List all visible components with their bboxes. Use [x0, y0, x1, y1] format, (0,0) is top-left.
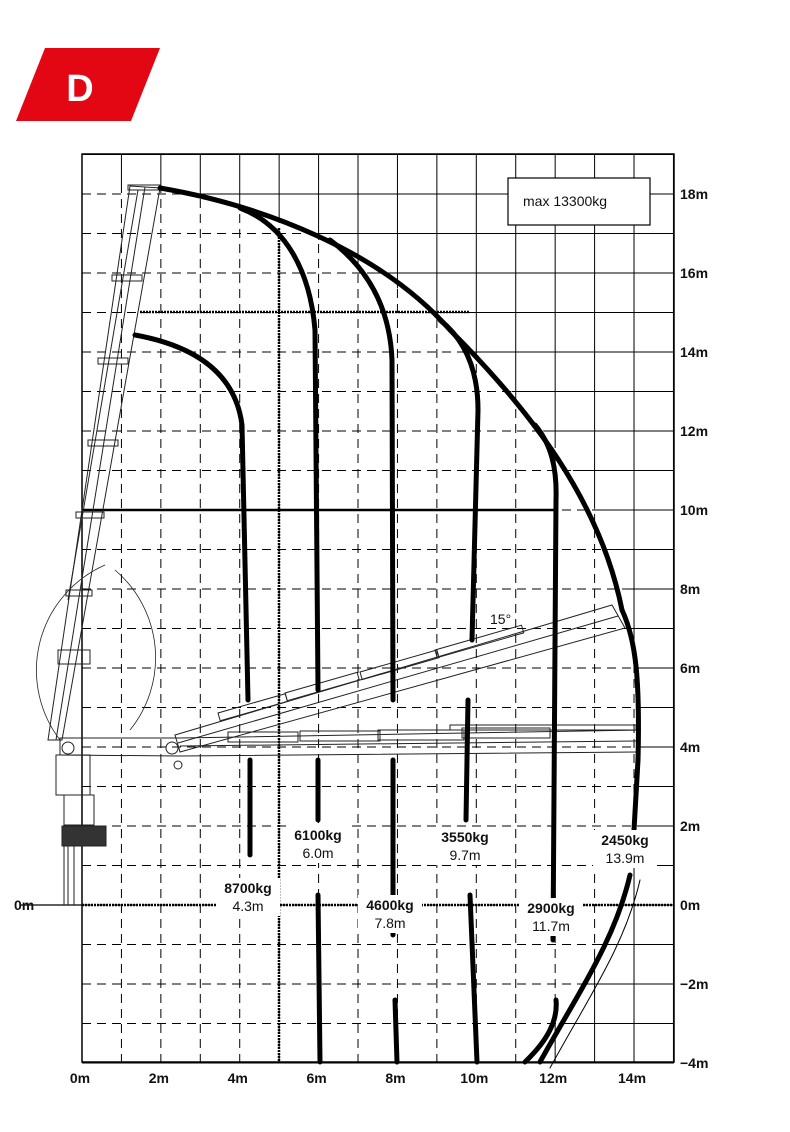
reach-value: 7.8m — [374, 915, 405, 931]
load-value: 4600kg — [366, 897, 413, 913]
load-label-8700kg: 8700kg 4.3m — [216, 878, 280, 916]
x-tick-label: 10m — [460, 1070, 488, 1086]
curve-2900kg — [522, 422, 559, 1065]
label-background — [433, 827, 497, 865]
max-load-label: max 13300kg — [523, 193, 607, 209]
curve-2450kg-thin — [549, 879, 641, 1069]
load-value: 2900kg — [527, 900, 574, 916]
x-tick-label: 12m — [539, 1070, 567, 1086]
grid-dashed — [82, 188, 640, 1062]
reach-value: 13.9m — [606, 850, 645, 866]
y-tick-label: 8m — [680, 581, 700, 597]
slew-arc-2 — [114, 569, 156, 731]
load-value: 8700kg — [224, 880, 271, 896]
y-tick-label: 6m — [680, 660, 700, 676]
envelope-area — [82, 188, 640, 1062]
x-tick-label: 14m — [618, 1070, 646, 1086]
y-tick-label: 18m — [680, 186, 708, 202]
curve-6100kg — [237, 205, 323, 1065]
x-tick-label: 0m — [70, 1070, 90, 1086]
load-label-2900kg: 2900kg 11.7m — [519, 898, 583, 936]
plot-frame — [81, 153, 675, 1063]
y-tick-label: −2m — [680, 976, 708, 992]
y-tick-label: 12m — [680, 423, 708, 439]
badge-shape — [16, 48, 160, 121]
y-tick-label: −4m — [680, 1055, 708, 1071]
load-value: 3550kg — [441, 829, 488, 845]
reach-value: 6.0m — [302, 845, 333, 861]
reach-value: 11.7m — [532, 918, 570, 934]
x-tick-label: 4m — [228, 1070, 248, 1086]
x-axis-labels: 0m 2m 4m 6m 8m 10m 12m 14m — [70, 1070, 646, 1086]
load-labels: 8700kg 4.3m 6100kg 6.0m 4600kg 7.8m 3550kg 9.7m… — [216, 825, 657, 936]
label-background — [593, 830, 657, 868]
y-tick-label: 14m — [680, 344, 708, 360]
y-left-zero-label: 0m — [14, 897, 34, 913]
y-tick-label: 16m — [680, 265, 708, 281]
reach-value: 4.3m — [232, 898, 263, 914]
angle-label: 15° — [490, 611, 511, 627]
y-tick-label: 10m — [680, 502, 708, 518]
y-tick-label: 0m — [680, 897, 700, 913]
x-tick-label: 8m — [385, 1070, 405, 1086]
curve-8700kg — [132, 332, 253, 858]
load-curves — [132, 185, 641, 1069]
label-background — [286, 825, 350, 863]
curve-3550kg — [437, 317, 481, 1065]
label-background — [519, 898, 583, 936]
y-tick-label: 2m — [680, 818, 700, 834]
load-value: 6100kg — [294, 827, 341, 843]
y-axis-labels: 18m 16m 14m 12m 10m 8m 6m 4m 2m 0m −2m −4m — [680, 186, 708, 1071]
load-label-3550kg: 3550kg 9.7m — [433, 827, 497, 865]
reach-value: 9.7m — [449, 847, 480, 863]
curve-2450kg — [537, 607, 641, 1065]
load-label-2450kg: 2450kg 13.9m — [593, 830, 657, 868]
badge-letter: D — [66, 68, 93, 110]
max-load-box — [507, 177, 651, 226]
load-label-4600kg: 4600kg 7.8m — [358, 895, 422, 933]
x-tick-label: 6m — [306, 1070, 326, 1086]
load-label-6100kg: 6100kg 6.0m — [286, 825, 350, 863]
label-background — [358, 895, 422, 933]
load-value: 2450kg — [601, 832, 648, 848]
crane-base — [55, 754, 107, 905]
section-badge: D — [16, 48, 160, 121]
boom-15-degree — [174, 604, 626, 753]
y-tick-label: 4m — [680, 739, 700, 755]
slew-arc — [36, 564, 106, 741]
label-background — [216, 878, 280, 916]
x-tick-label: 2m — [149, 1070, 169, 1086]
